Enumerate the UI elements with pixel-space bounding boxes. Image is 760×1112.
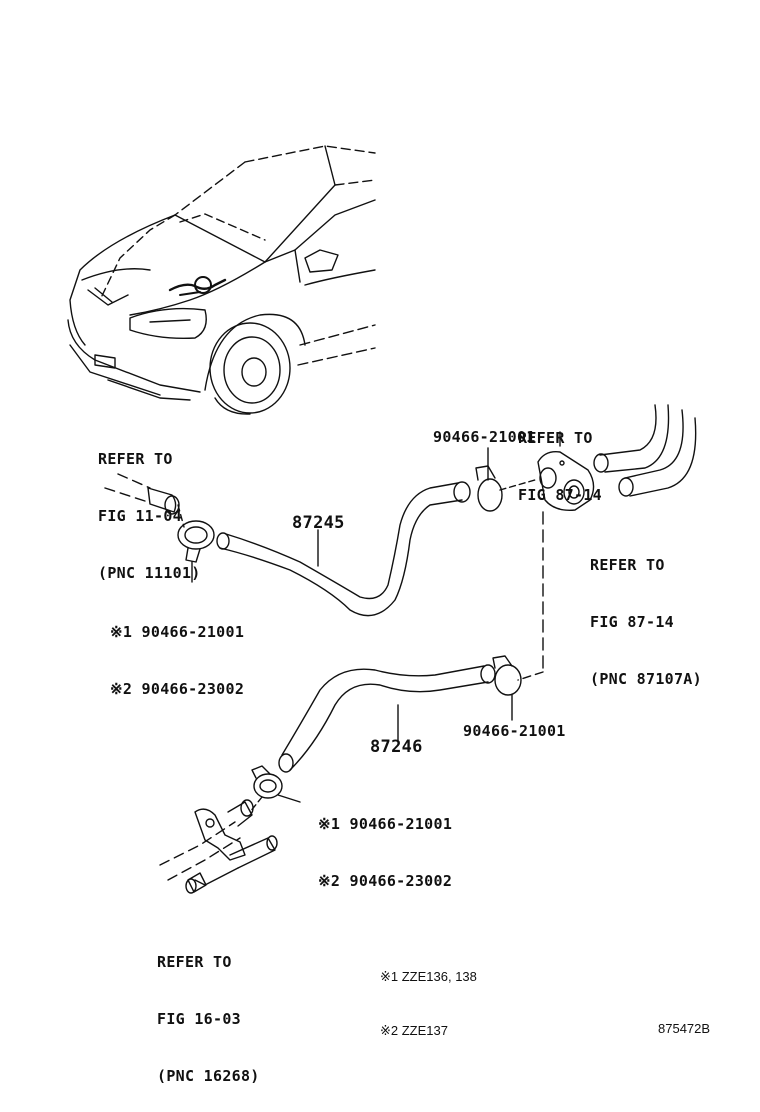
refer-fig-16-03-label: REFER TO FIG 16-03 (PNC 16268) bbox=[157, 915, 260, 1105]
clamp-left-variant-2: ※2 90466-23002 bbox=[110, 680, 245, 698]
refer-line-1: REFER TO bbox=[518, 429, 593, 447]
refer-line-3: (PNC 11101) bbox=[98, 564, 201, 582]
refer-line-2: FIG 11-04 bbox=[98, 507, 182, 525]
clamp-left-part-numbers: ※1 90466-21001 ※2 90466-23002 bbox=[110, 585, 244, 718]
engine-pipes-lower-left-icon bbox=[159, 799, 278, 894]
clamp-bottom-variant-1: ※1 90466-21001 bbox=[318, 815, 453, 833]
refer-line-3: (PNC 87107A) bbox=[590, 670, 702, 688]
clamp-bottom-variant-2: ※2 90466-23002 bbox=[318, 872, 453, 890]
hose-87246-part-number: 87246 bbox=[370, 737, 423, 757]
refer-fig-87-14-top-label: REFER TO FIG 87-14 bbox=[518, 391, 602, 524]
refer-fig-11-04-label: REFER TO FIG 11-04 (PNC 11101) bbox=[98, 412, 201, 602]
model-notes: ※1 ZZE136, 138 ※2 ZZE137 bbox=[380, 932, 477, 1058]
refer-line-1: REFER TO bbox=[98, 450, 173, 468]
refer-line-2: FIG 87-14 bbox=[590, 613, 674, 631]
hose-87245-part-number: 87245 bbox=[292, 513, 345, 533]
figure-code: 875472B bbox=[658, 1021, 711, 1036]
refer-line-3: (PNC 16268) bbox=[157, 1067, 260, 1085]
hose-clamp-top-icon bbox=[475, 447, 536, 512]
refer-line-1: REFER TO bbox=[590, 556, 665, 574]
hose-clamp-lower-right-icon bbox=[492, 655, 522, 721]
refer-fig-87-14-right-label: REFER TO FIG 87-14 (PNC 87107A) bbox=[590, 518, 702, 708]
heater-hose-87245-icon bbox=[216, 481, 471, 617]
heater-hose-87246-icon bbox=[278, 664, 496, 773]
clamp-top-part-number: 90466-21001 bbox=[433, 428, 536, 446]
engine-pipe-upper-left-icon bbox=[104, 473, 185, 528]
refer-line-1: REFER TO bbox=[157, 953, 232, 971]
clamp-bottom-part-numbers: ※1 90466-21001 ※2 90466-23002 bbox=[318, 777, 452, 910]
refer-line-2: FIG 87-14 bbox=[518, 486, 602, 504]
hose-clamp-left-icon bbox=[177, 520, 215, 583]
hose-clamp-bottom-icon bbox=[249, 765, 301, 813]
heater-core-flange-icon bbox=[517, 431, 595, 681]
car-illustration-icon bbox=[67, 145, 376, 415]
clamp-lower-right-part-number: 90466-21001 bbox=[463, 722, 566, 740]
heater-pipes-right-icon bbox=[593, 404, 697, 497]
clamp-left-variant-1: ※1 90466-21001 bbox=[110, 623, 245, 641]
model-note-1: ※1 ZZE136, 138 bbox=[380, 969, 477, 984]
model-note-2: ※2 ZZE137 bbox=[380, 1023, 448, 1038]
refer-line-2: FIG 16-03 bbox=[157, 1010, 241, 1028]
